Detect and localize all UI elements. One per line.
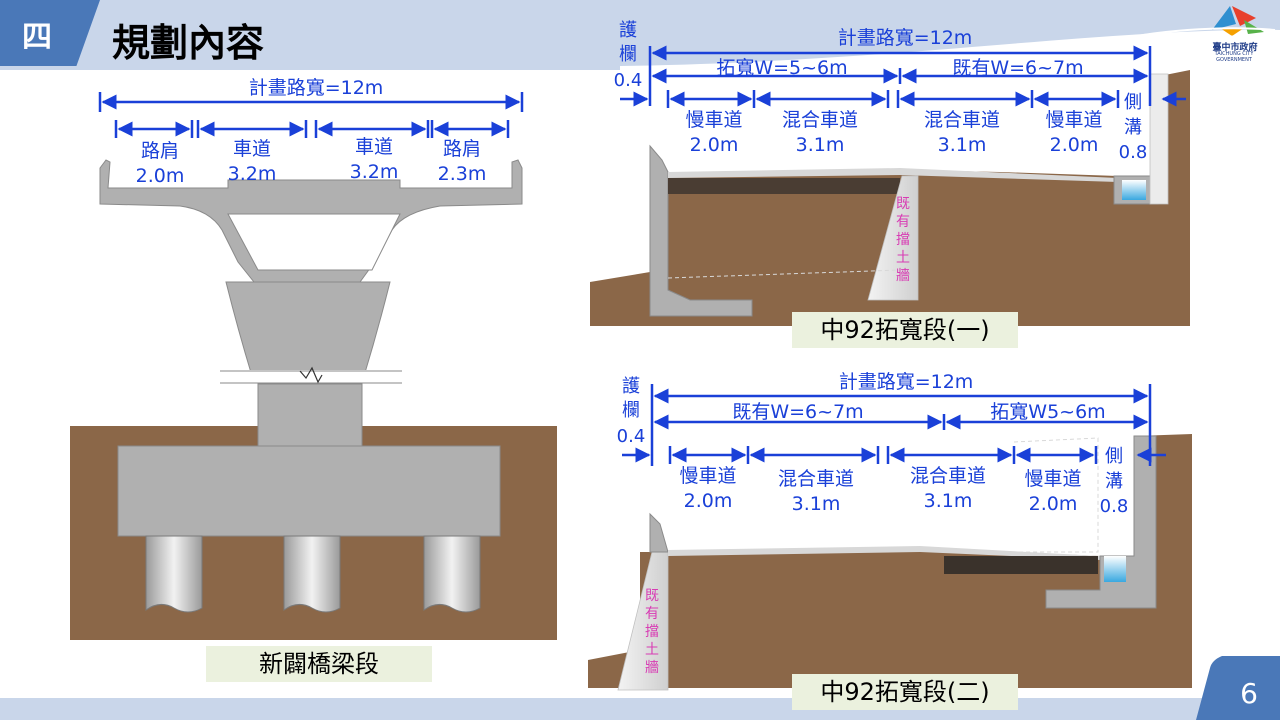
- lane-width: 3.1m: [792, 493, 841, 515]
- wall-char: 牆: [896, 268, 910, 284]
- section2-existing-width: 既有W=6~7m: [732, 401, 863, 423]
- wall-char: 土: [645, 642, 659, 658]
- guardrail-label: 欄: [622, 400, 640, 421]
- section1-labels: 護 欄 0.4 計畫路寬=12m 拓寬W=5~6m 既有W=6~7m 慢車道 2…: [614, 20, 1148, 163]
- lane-name: 慢車道: [1045, 109, 1102, 131]
- lane-name: 慢車道: [679, 465, 736, 487]
- wall-char: 土: [896, 250, 910, 266]
- section1-drawing: [590, 45, 1190, 326]
- section-number-box: [0, 0, 100, 70]
- lane-width: 2.0m: [684, 490, 733, 512]
- lane-width: 2.0m: [1050, 134, 1099, 156]
- bridge-section-drawing: [70, 92, 557, 640]
- guardrail-width: 0.4: [617, 426, 646, 447]
- lane-width: 3.1m: [938, 134, 987, 156]
- ditch-label: 側: [1105, 446, 1123, 467]
- wall-char: 擋: [645, 624, 659, 640]
- section1-wall-label: 既 有 擋 土 牆: [896, 196, 910, 284]
- guardrail-width: 0.4: [614, 70, 643, 91]
- lane-name: 混合車道: [778, 468, 854, 490]
- wall-char: 牆: [645, 660, 659, 676]
- page-number: 6: [1240, 677, 1258, 710]
- section1-total-width: 計畫路寬=12m: [838, 27, 973, 49]
- bridge-piles: [145, 535, 481, 613]
- city-logo-name: 臺中市政府: [1212, 43, 1258, 53]
- header-band: [0, 0, 1280, 70]
- lane-width: 2.0m: [690, 134, 739, 156]
- section2-drawing: [588, 384, 1192, 691]
- ditch-label: 側: [1124, 92, 1142, 113]
- bridge-lane-name: 路肩: [443, 138, 481, 160]
- guardrail-label: 護: [622, 376, 640, 397]
- wall-char: 既: [645, 588, 659, 604]
- lane-width: 3.1m: [924, 490, 973, 512]
- section1-widen-width: 拓寬W=5~6m: [716, 57, 847, 79]
- lane-width: 3.1m: [796, 134, 845, 156]
- wall-char: 有: [896, 214, 910, 230]
- ditch-label: 溝: [1124, 117, 1142, 138]
- lane-name: 慢車道: [1024, 468, 1081, 490]
- wall-char: 有: [645, 606, 659, 622]
- bridge-lane-name: 路肩: [141, 140, 179, 162]
- lane-name: 慢車道: [685, 109, 742, 131]
- section1-existing-width: 既有W=6~7m: [952, 57, 1083, 79]
- lane-name: 混合車道: [782, 109, 858, 131]
- city-logo-subtitle: TAICHUNG CITY GOVERNMENT: [1214, 51, 1254, 63]
- lane-name: 混合車道: [924, 109, 1000, 131]
- ditch-width: 0.8: [1100, 496, 1129, 517]
- bridge-lane-name: 車道: [355, 136, 393, 158]
- wall-char: 既: [896, 196, 910, 212]
- bridge-lane-width: 3.2m: [228, 163, 277, 185]
- bridge-lane-width: 2.3m: [438, 163, 487, 185]
- ditch-label: 溝: [1105, 471, 1123, 492]
- section-number: 四: [22, 20, 52, 55]
- page-title: 規劃內容: [112, 21, 265, 65]
- bridge-lane-width: 2.0m: [136, 165, 185, 187]
- bridge-labels: 計畫路寬=12m 路肩 2.0m 車道 3.2m 車道 3.2m 路肩 2.3m: [136, 77, 487, 187]
- bridge-caption: 新闢橋梁段: [206, 646, 432, 682]
- bridge-lane-name: 車道: [233, 138, 271, 160]
- wall-char: 擋: [896, 232, 910, 248]
- guardrail-label: 欄: [619, 44, 637, 65]
- guardrail-label: 護: [619, 20, 637, 41]
- page-number-box: [1196, 656, 1280, 720]
- lane-width: 2.0m: [1029, 493, 1078, 515]
- section2-widen-width: 拓寬W5~6m: [990, 401, 1105, 423]
- bridge-lane-width: 3.2m: [350, 161, 399, 183]
- bridge-total-width: 計畫路寬=12m: [249, 77, 384, 99]
- section2-wall-label: 既 有 擋 土 牆: [645, 588, 659, 676]
- section2-caption: 中92拓寬段(二): [792, 674, 1018, 710]
- section2-labels: 護 欄 0.4 計畫路寬=12m 既有W=6~7m 拓寬W5~6m 慢車道 2.…: [617, 371, 1129, 517]
- ditch-width: 0.8: [1119, 142, 1148, 163]
- section1-caption: 中92拓寬段(一): [792, 312, 1018, 348]
- section2-total-width: 計畫路寬=12m: [839, 371, 974, 393]
- lane-name: 混合車道: [910, 465, 986, 487]
